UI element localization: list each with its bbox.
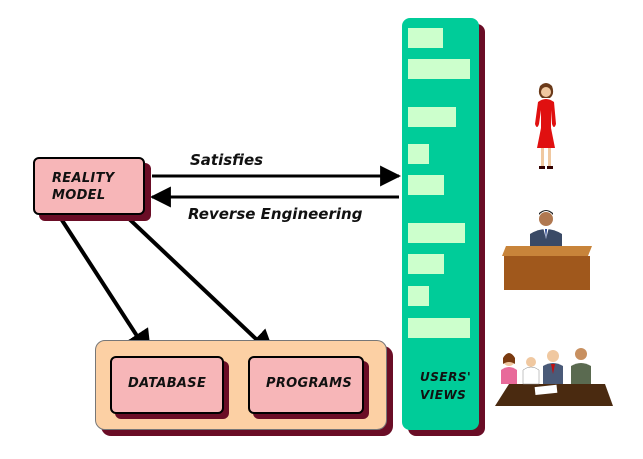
users-views-line-2: VIEWS: [420, 388, 467, 402]
view-bar: [408, 254, 444, 274]
woman-icon: [535, 83, 556, 169]
reality-line-1: REALITY: [52, 171, 115, 186]
model-to-programs-arrow: [122, 212, 277, 358]
meeting-group-icon: [495, 348, 613, 406]
view-bar: [408, 144, 429, 164]
users-views-line-1: USERS': [420, 370, 472, 384]
reverse-engineering-label: Reverse Engineering: [188, 205, 363, 223]
man-at-desk-icon: [502, 210, 592, 290]
view-bar: [408, 318, 470, 338]
programs-box: [248, 356, 364, 414]
view-bar: [408, 107, 456, 127]
programs-label: PROGRAMS: [266, 376, 353, 391]
satisfies-label: Satisfies: [190, 151, 264, 169]
database-box: [110, 356, 224, 414]
view-bar: [408, 59, 470, 79]
view-bar: [408, 175, 444, 195]
users-views-column: [402, 18, 479, 430]
users-views-label: USERS' VIEWS: [420, 368, 471, 404]
reality-model-box: [33, 157, 145, 215]
view-bar: [408, 223, 465, 243]
reality-model-label: REALITY MODEL: [52, 170, 114, 204]
reality-line-2: MODEL: [52, 188, 106, 203]
model-to-database-arrow: [56, 212, 152, 359]
view-bar: [408, 286, 429, 306]
view-bar: [408, 28, 443, 48]
database-label: DATABASE: [128, 376, 207, 391]
